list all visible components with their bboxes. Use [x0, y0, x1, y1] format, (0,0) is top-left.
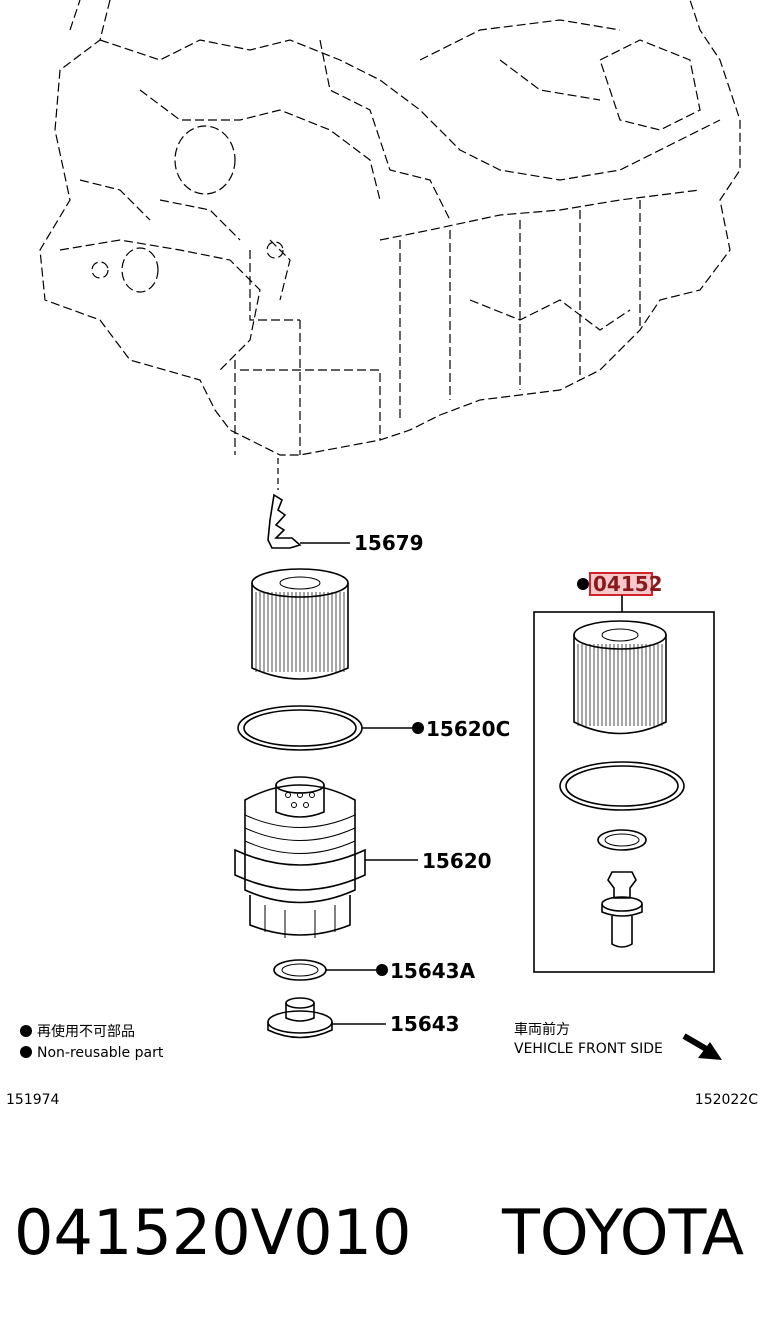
legend-bullet [20, 1025, 32, 1037]
caption-part-number: 041520V010 [14, 1196, 411, 1269]
label-15643[interactable]: 15643 [390, 1012, 460, 1036]
oil-filter-cap [234, 776, 418, 938]
legend-jp: 再使用不可部品 [37, 1023, 135, 1040]
oil-level-gauge-bracket [267, 493, 350, 549]
label-15679[interactable]: 15679 [354, 531, 424, 555]
label-15643a[interactable]: 15643A [390, 959, 476, 983]
legend-en: Non-reusable part [37, 1045, 164, 1061]
diagram-code-right: 152022C [695, 1092, 758, 1108]
kit-drain-element [601, 871, 643, 948]
filter-kit-callout [533, 572, 715, 973]
direction-en: VEHICLE FRONT SIDE [514, 1041, 663, 1057]
caption-brand: TOYOTA [501, 1196, 744, 1269]
oil-filter-element [251, 568, 349, 680]
label-15620c[interactable]: 15620C [426, 717, 510, 741]
engine-block-illustration [39, 0, 741, 456]
front-arrow-icon [682, 1033, 722, 1060]
kit-o-ring [559, 761, 685, 811]
diagram-code-left: 151974 [6, 1092, 60, 1108]
drain-plug-gasket [273, 959, 388, 981]
kit-small-gasket [597, 829, 647, 851]
drain-plug [267, 997, 386, 1039]
direction-jp: 車両前方 [514, 1021, 570, 1038]
kit-filter-element [573, 620, 667, 735]
vehicle-front-indicator: 車両前方 VEHICLE FRONT SIDE [514, 1021, 722, 1060]
legend: 再使用不可部品 Non-reusable part [20, 1023, 164, 1061]
label-04152[interactable]: 04152 [593, 572, 663, 596]
kit-number-highlight [589, 572, 653, 596]
legend-bullet [20, 1046, 32, 1058]
label-15620[interactable]: 15620 [422, 849, 492, 873]
o-ring-gasket [237, 705, 424, 751]
